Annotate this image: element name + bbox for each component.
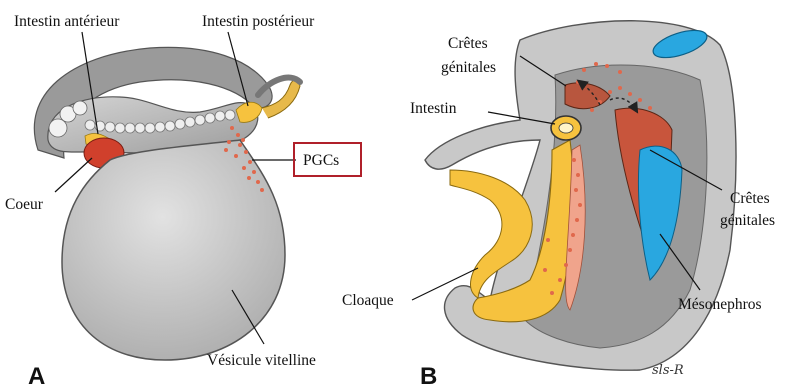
gut-lumen — [559, 123, 573, 133]
label-ridges-right-line1: Crêtes — [730, 190, 770, 207]
label-hindgut: Intestin postérieur — [202, 13, 315, 30]
artist-signature: sls-R — [652, 363, 684, 378]
label-ridges-top-line2: génitales — [441, 59, 496, 76]
panel-a: Intestin antérieur Intestin postérieur C… — [5, 13, 361, 388]
label-foregut: Intestin antérieur — [14, 13, 120, 30]
panel-letter-a: A — [28, 363, 45, 388]
panel-letter-b: B — [420, 363, 437, 388]
label-gut: Intestin — [410, 100, 457, 117]
label-pgcs: PGCs — [303, 152, 339, 169]
yolk-sac — [62, 140, 285, 360]
label-ridges-right-line2: génitales — [720, 212, 775, 229]
label-mesonephros: Mésonephros — [678, 296, 762, 313]
label-ridges-top-line1: Crêtes — [448, 35, 488, 52]
panel-b: Crêtes génitales Intestin Crêtes génital… — [342, 21, 775, 388]
label-heart: Coeur — [5, 196, 44, 213]
label-cloaca: Cloaque — [342, 292, 394, 309]
label-yolk-sac: Vésicule vitelline — [207, 352, 316, 369]
